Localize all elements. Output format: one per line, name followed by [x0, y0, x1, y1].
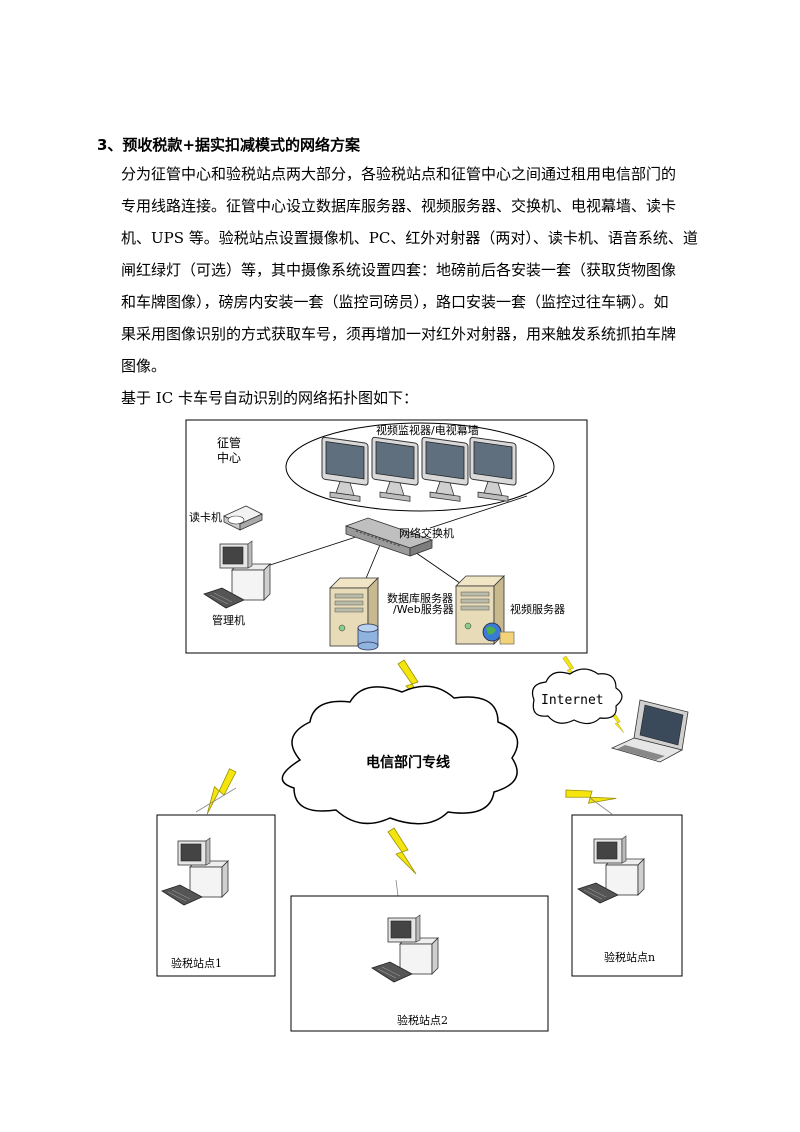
db-server-label: 数据库服务器 /Web服务器: [387, 593, 454, 615]
center-label-line1: 征管: [217, 436, 242, 450]
link-line: [195, 787, 237, 813]
telecom-label: 电信部门专线: [366, 755, 450, 771]
link-line: [589, 797, 613, 815]
center-label-line2: 中心: [217, 451, 242, 465]
link-line: [266, 534, 363, 567]
lightning-icon: [192, 766, 248, 815]
diagram-intro: 基于 IC 卡车号自动识别的网络拓扑图如下：: [121, 382, 721, 414]
card-reader-label: 读卡机: [189, 511, 222, 524]
lightning-icon: [387, 827, 417, 875]
paragraph-line: 闸红绿灯（可选）等，其中摄像系统设置四套：地磅前后各安装一套（获取货物图像: [121, 261, 677, 279]
database-icon: [357, 623, 379, 651]
laptop-icon: [610, 699, 689, 763]
station1-label: 验税站点1: [171, 957, 222, 970]
station2-label: 验税站点2: [397, 1014, 448, 1027]
paragraph-line: 图像。: [121, 357, 167, 375]
telecom-cloud: [281, 685, 519, 825]
stationn-label: 验税站点n: [604, 951, 656, 964]
internet-cloud: [531, 668, 623, 725]
paragraph-line: 和车牌图像），磅房内安装一套（监控司磅员），路口安装一套（监控过往车辆）。如: [121, 293, 669, 311]
video-server-label: 视频服务器: [510, 603, 565, 616]
db-server-label-line1: 数据库服务器: [387, 592, 453, 605]
monitor-wall-ellipse: [285, 422, 555, 512]
link-line: [429, 495, 528, 529]
lightning-icon: [562, 771, 617, 822]
admin-pc-label: 管理机: [212, 614, 245, 627]
section-heading: 3、预收税款+据实扣减模式的网络方案: [97, 136, 361, 154]
paragraph-line: 专用线路连接。征管中心设立数据库服务器、视频服务器、交换机、电视幕墙、读卡: [121, 197, 677, 215]
paragraph-line: 分为征管中心和验税站点两大部分，各验税站点和征管中心之间通过租用电信部门的: [121, 165, 677, 183]
link-line: [395, 879, 399, 897]
switch-label: 网络交换机: [399, 527, 454, 540]
db-server-label-line2: /Web服务器: [393, 603, 454, 616]
diagram-intro-text: 基于 IC 卡车号自动识别的网络拓扑图如下：: [121, 389, 418, 407]
intro-paragraph: 分为征管中心和验税站点两大部分，各验税站点和征管中心之间通过租用电信部门的 专用…: [121, 158, 721, 382]
internet-label: Internet: [541, 693, 604, 708]
globe-icon: [482, 622, 515, 645]
monitors-label: 视频监视器/电视幕墙: [376, 424, 479, 437]
card-reader-icon: [223, 505, 263, 531]
paragraph-line: 机、UPS 等。验税站点设置摄像机、PC、红外对射器（两对）、读卡机、语音系统、…: [121, 229, 698, 247]
paragraph-line: 果采用图像识别的方式获取车号，须再增加一对红外对射器，用来触发系统抓拍车牌: [121, 325, 677, 343]
center-label: 征管 中心: [217, 436, 241, 466]
switch-icon: [344, 517, 434, 557]
